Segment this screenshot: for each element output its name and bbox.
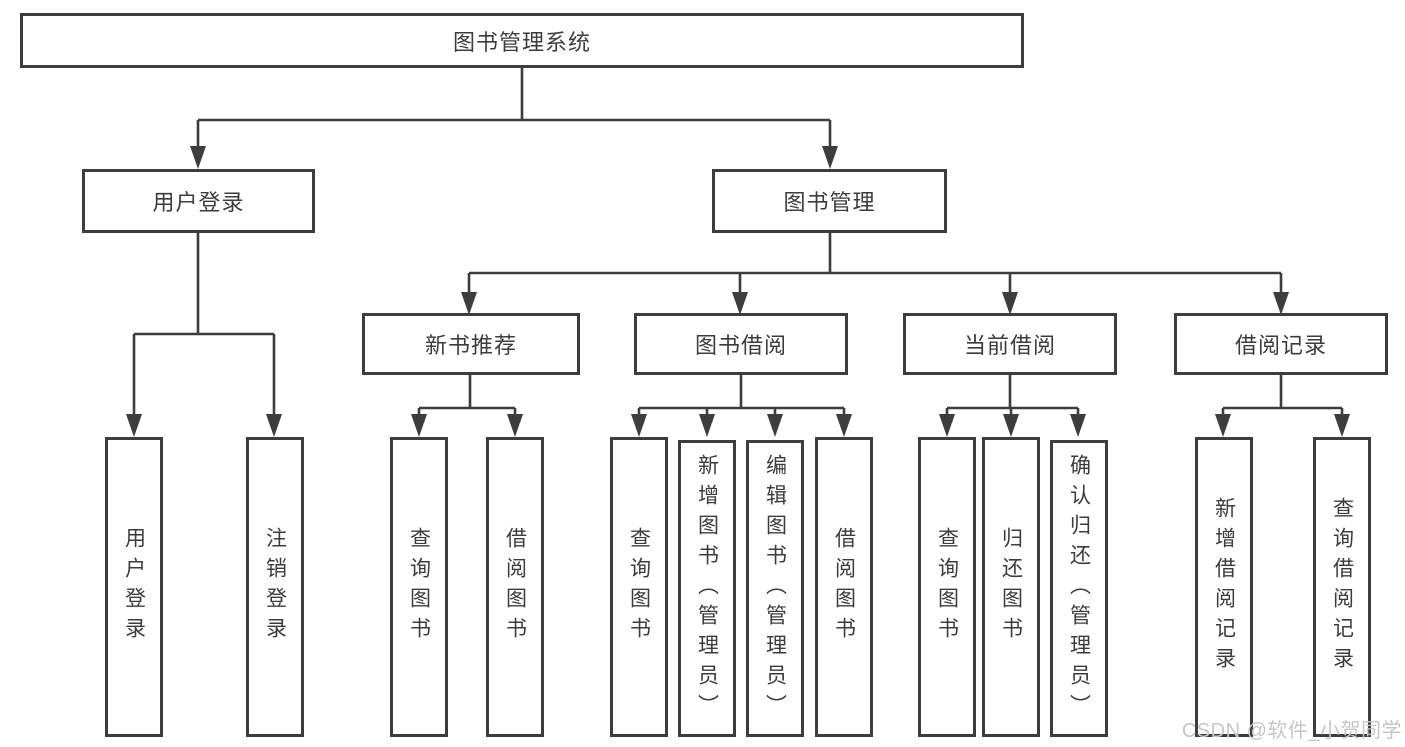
node-user-login-label: 用户登录 bbox=[152, 190, 245, 215]
csdn-watermark: CSDN @软件_小贺同学 bbox=[1181, 720, 1402, 742]
node-book-borrowing: 图书借阅 bbox=[634, 313, 848, 375]
node-book-management: 图书管理 bbox=[712, 169, 947, 233]
node-leaf-query-books-borrowing-label: 查询图书 bbox=[627, 527, 651, 647]
node-leaf-borrow-books-recommend: 借阅图书 bbox=[486, 437, 544, 737]
node-leaf-add-borrow-record: 新增借阅记录 bbox=[1195, 437, 1253, 737]
node-leaf-confirm-return-admin-label: 确认归还（管理员） bbox=[1067, 453, 1091, 724]
node-root: 图书管理系统 bbox=[20, 13, 1024, 68]
node-leaf-return-books: 归还图书 bbox=[982, 437, 1040, 737]
node-leaf-query-borrow-record-label: 查询借阅记录 bbox=[1330, 497, 1354, 677]
node-leaf-edit-book-admin: 编辑图书（管理员） bbox=[746, 440, 804, 737]
node-leaf-add-book-admin-label: 新增图书（管理员） bbox=[695, 453, 719, 724]
node-current-borrowing: 当前借阅 bbox=[903, 313, 1117, 375]
node-leaf-query-borrow-record: 查询借阅记录 bbox=[1313, 437, 1371, 737]
node-leaf-logout: 注销登录 bbox=[246, 437, 304, 737]
node-book-borrowing-label: 图书借阅 bbox=[694, 333, 787, 358]
node-leaf-query-books-borrowing: 查询图书 bbox=[610, 437, 668, 737]
node-book-management-label: 图书管理 bbox=[783, 190, 876, 215]
node-borrowing-records: 借阅记录 bbox=[1174, 313, 1388, 375]
node-leaf-logout-label: 注销登录 bbox=[263, 527, 287, 647]
node-leaf-borrow-books-recommend-label: 借阅图书 bbox=[503, 527, 527, 647]
node-leaf-edit-book-admin-label: 编辑图书（管理员） bbox=[763, 453, 787, 724]
node-leaf-user-login-label: 用户登录 bbox=[122, 527, 146, 647]
node-leaf-query-books-current: 查询图书 bbox=[918, 437, 976, 737]
node-user-login: 用户登录 bbox=[82, 169, 315, 233]
node-leaf-user-login: 用户登录 bbox=[105, 437, 163, 737]
node-leaf-query-books-recommend-label: 查询图书 bbox=[407, 527, 431, 647]
node-new-book-recommend: 新书推荐 bbox=[362, 313, 580, 375]
node-leaf-add-book-admin: 新增图书（管理员） bbox=[678, 440, 736, 737]
node-leaf-query-books-current-label: 查询图书 bbox=[935, 527, 959, 647]
node-leaf-confirm-return-admin: 确认归还（管理员） bbox=[1050, 440, 1108, 737]
node-leaf-borrow-books-borrowing: 借阅图书 bbox=[815, 437, 873, 737]
node-borrowing-records-label: 借阅记录 bbox=[1234, 333, 1327, 358]
node-leaf-return-books-label: 归还图书 bbox=[999, 527, 1023, 647]
node-leaf-query-books-recommend: 查询图书 bbox=[390, 437, 448, 737]
node-root-label: 图书管理系统 bbox=[452, 29, 591, 55]
node-leaf-borrow-books-borrowing-label: 借阅图书 bbox=[832, 527, 856, 647]
node-current-borrowing-label: 当前借阅 bbox=[963, 333, 1056, 358]
node-new-book-recommend-label: 新书推荐 bbox=[424, 333, 517, 358]
node-leaf-add-borrow-record-label: 新增借阅记录 bbox=[1212, 497, 1236, 677]
